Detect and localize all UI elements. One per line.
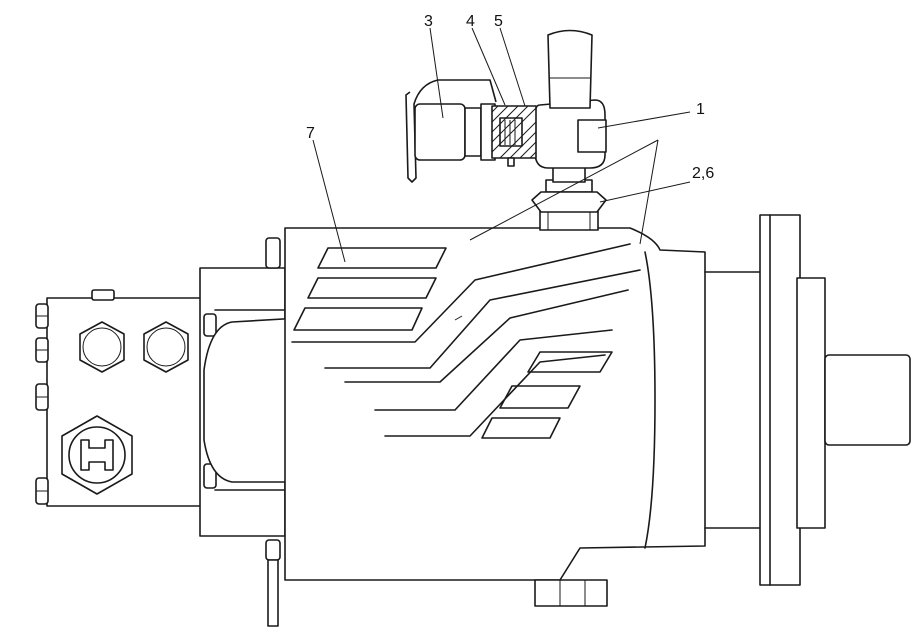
leader-lines (312, 27, 691, 263)
callout-7: 7 (306, 125, 315, 142)
callout-labels: 3 4 5 1 2,6 7 (306, 13, 714, 182)
left-control-block (35, 289, 205, 507)
callout-1: 1 (696, 101, 705, 118)
callout-2-6: 2,6 (692, 165, 714, 182)
callout-3: 3 (424, 13, 433, 30)
callout-4: 4 (466, 13, 475, 30)
valve-assembly (405, 29, 607, 213)
body-graphic-stripes (291, 243, 641, 439)
callout-5: 5 (494, 13, 503, 30)
front-flange-shaft (759, 214, 911, 586)
main-body (265, 209, 761, 627)
